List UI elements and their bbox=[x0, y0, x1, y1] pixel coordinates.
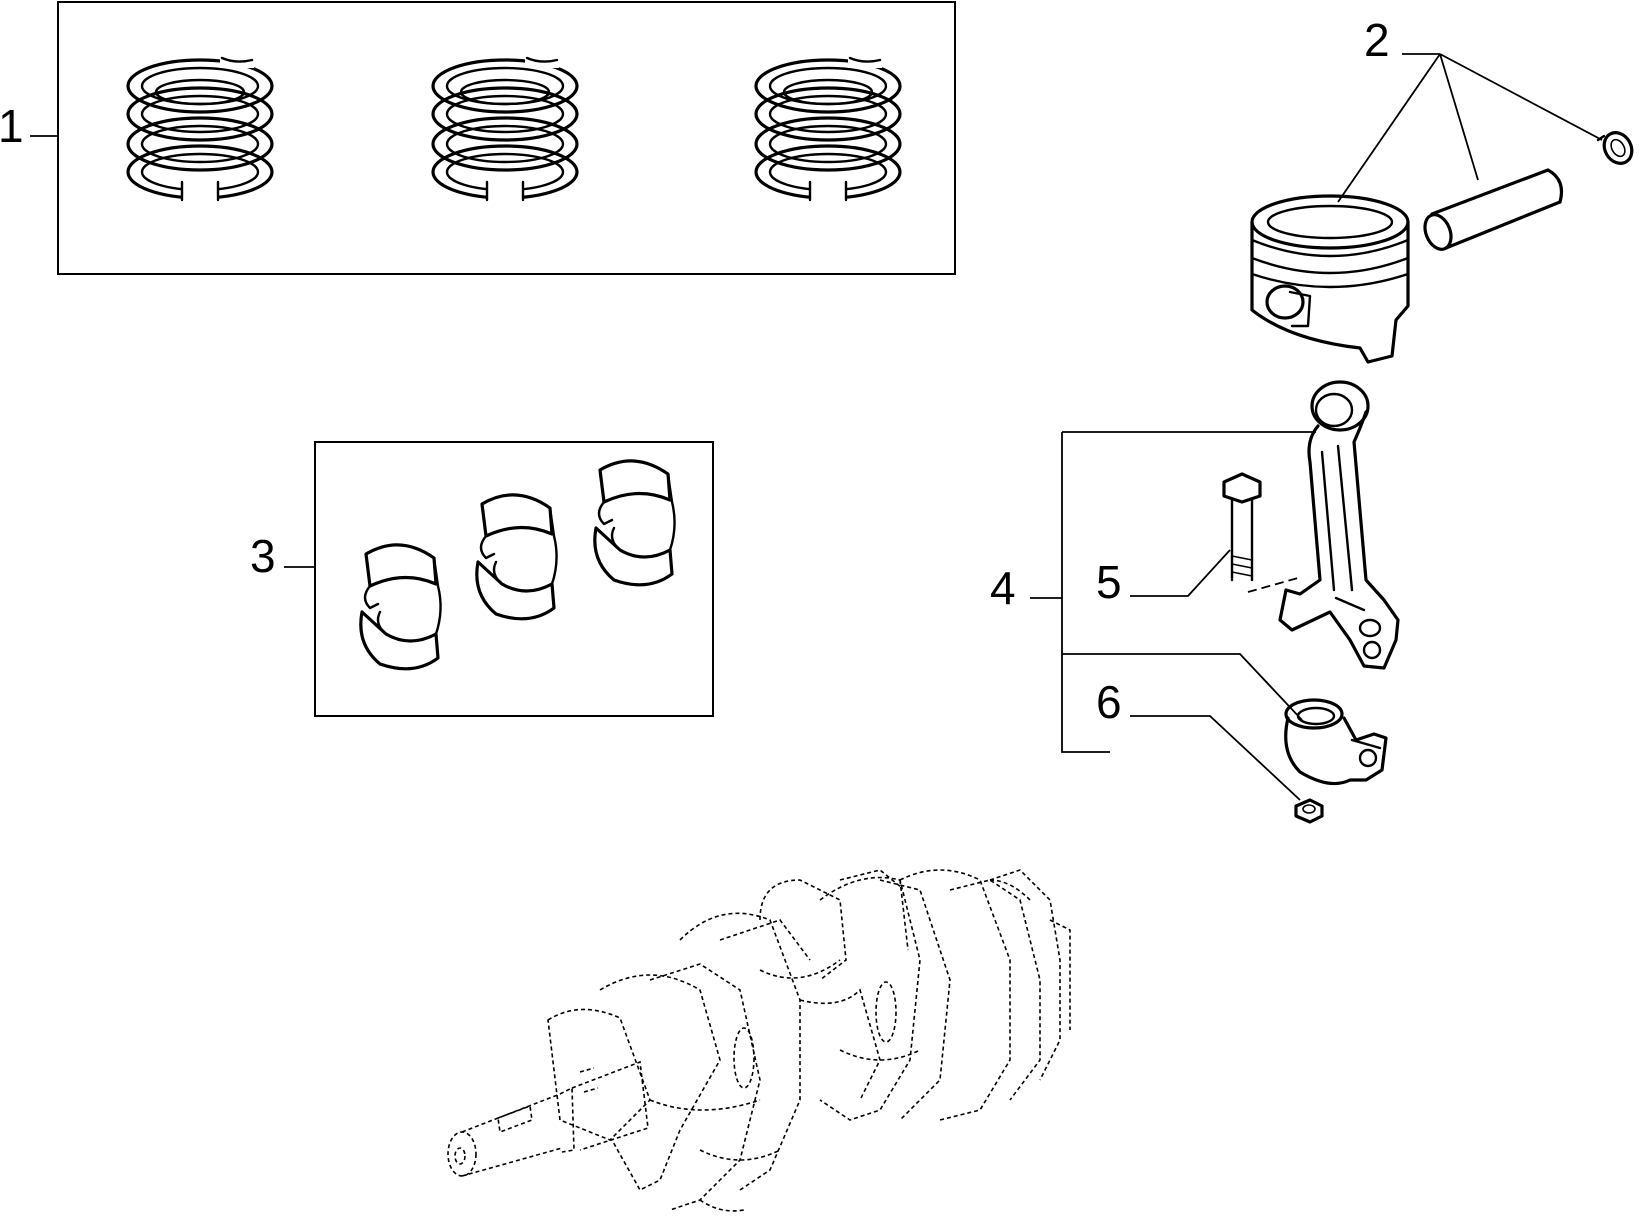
bearing-shell-1 bbox=[359, 543, 443, 671]
rod-nut bbox=[1294, 798, 1324, 824]
callout-4: 4 bbox=[990, 562, 1016, 614]
piston-ring-set-group bbox=[30, 1, 956, 275]
crankshaft bbox=[447, 869, 1071, 1212]
ring-stack-1 bbox=[126, 54, 274, 204]
piston-assembly bbox=[1250, 53, 1634, 364]
ring-stack-2 bbox=[431, 54, 579, 204]
rod-cap bbox=[1284, 698, 1388, 786]
connecting-rod bbox=[1278, 380, 1400, 670]
piston bbox=[1250, 194, 1410, 364]
leader-6 bbox=[1130, 715, 1301, 801]
bearing-frame bbox=[314, 441, 714, 717]
piston-pin bbox=[1423, 168, 1564, 251]
rod-bolt bbox=[1222, 472, 1299, 593]
bearing-shell-3 bbox=[593, 459, 677, 587]
connecting-rod-group bbox=[1030, 380, 1400, 824]
ring-set-frame bbox=[57, 1, 956, 275]
callout-2: 2 bbox=[1364, 14, 1390, 66]
ring-stack-3 bbox=[754, 54, 902, 204]
callout-6: 6 bbox=[1096, 676, 1122, 728]
callout-5: 5 bbox=[1096, 556, 1122, 608]
leader-2 bbox=[1337, 53, 1603, 203]
bearing-shells-group bbox=[284, 441, 714, 717]
leader-5 bbox=[1130, 549, 1231, 597]
bearing-shell-2 bbox=[475, 493, 559, 621]
callout-1: 1 bbox=[0, 100, 24, 152]
circlip bbox=[1596, 131, 1634, 165]
leader-4 bbox=[1030, 431, 1316, 753]
callout-3: 3 bbox=[250, 530, 276, 582]
